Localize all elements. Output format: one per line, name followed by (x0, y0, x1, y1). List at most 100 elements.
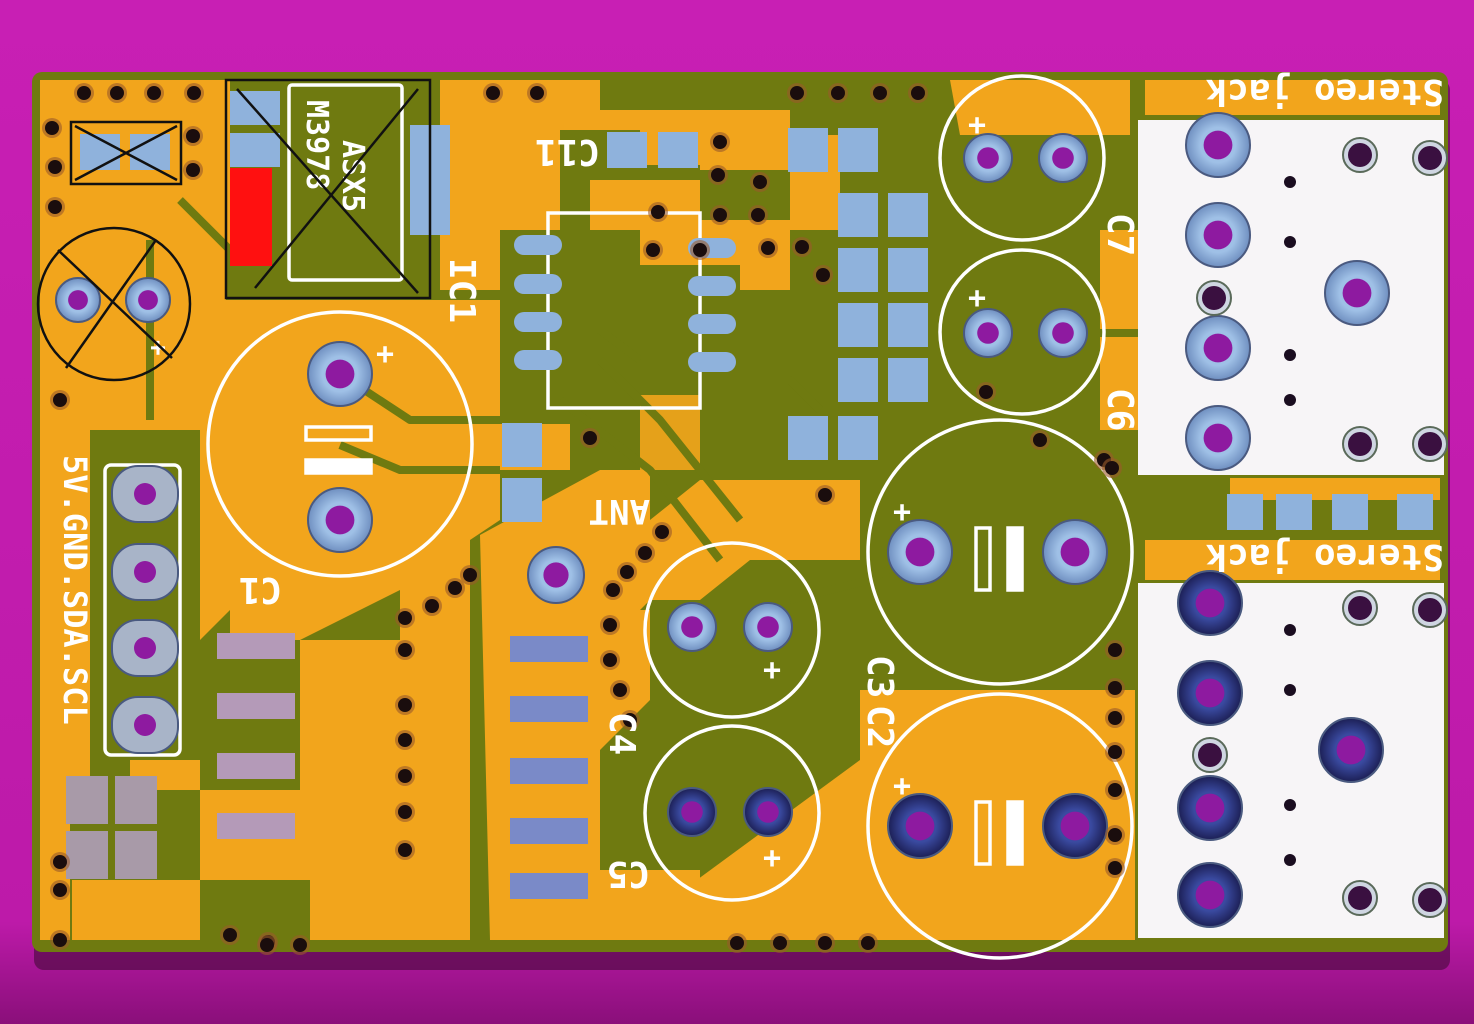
label-c4: C4 (601, 712, 642, 755)
drill-hole (977, 147, 999, 169)
c1-outline (206, 310, 474, 578)
via (655, 525, 669, 539)
via (260, 938, 274, 952)
via (751, 208, 765, 222)
plus-c5: + (763, 841, 781, 876)
via (606, 583, 620, 597)
via (398, 805, 412, 819)
via (979, 385, 993, 399)
drill-hole (1052, 322, 1074, 344)
via (186, 163, 200, 177)
c6-outline (938, 248, 1106, 416)
drill-hole (325, 359, 355, 389)
via (761, 241, 775, 255)
via (1108, 745, 1122, 759)
via (620, 565, 634, 579)
via (1105, 461, 1119, 475)
plus-c2: + (893, 769, 911, 804)
mounting-hole-drill (1198, 743, 1222, 767)
via (187, 86, 201, 100)
via (613, 683, 627, 697)
jack-via (1284, 236, 1296, 248)
via (293, 938, 307, 952)
resistor-pad (838, 128, 878, 172)
c11-pad (607, 132, 647, 168)
via (753, 175, 767, 189)
drill-hole (1195, 793, 1225, 823)
via (448, 581, 462, 595)
plus-c7: + (968, 108, 986, 143)
mounting-hole-drill (1418, 146, 1442, 170)
ic-pin-pad (688, 276, 736, 296)
label-c11: C11 (535, 131, 600, 172)
via (186, 129, 200, 143)
drill-hole (757, 801, 779, 823)
drill-hole (1203, 130, 1233, 160)
header-drill (134, 561, 156, 583)
c4-outline (643, 541, 821, 719)
plus-c1: + (376, 337, 394, 372)
label-ic1: IC1 (441, 258, 482, 323)
ic-pin-pad (514, 274, 562, 294)
via (147, 86, 161, 100)
via (398, 643, 412, 657)
via (713, 135, 727, 149)
silkscreen-labels: IC1 C11 C1 C3 C2 C4 C5 C7 C6 ANT Stereo … (56, 71, 1444, 894)
drill-hole (905, 811, 935, 841)
drill-hole (1203, 423, 1233, 453)
smd-strip-pad (217, 813, 295, 839)
smd-pad (1332, 494, 1368, 530)
via (831, 86, 845, 100)
jack-via (1284, 176, 1296, 188)
plus-c4: + (763, 653, 781, 688)
smd-pad (1227, 494, 1263, 530)
drill-hole (1195, 588, 1225, 618)
smd-pad (1276, 494, 1312, 530)
drill-hole (681, 801, 703, 823)
red-marker-block (230, 168, 272, 266)
via (486, 86, 500, 100)
silkscreen-outlines (103, 74, 1134, 960)
header-drill (134, 483, 156, 505)
vias-layer (42, 83, 1125, 955)
c2-outline (866, 692, 1134, 960)
via (77, 86, 91, 100)
via (53, 855, 67, 869)
header-drill (134, 637, 156, 659)
c3-outline (866, 418, 1134, 686)
marker-overlays (36, 78, 432, 382)
plus-c3: + (893, 495, 911, 530)
smd-strip-pad (217, 693, 295, 719)
crossed-rect-small (69, 120, 183, 186)
resistor-pad (838, 193, 878, 237)
drill-hole (681, 616, 703, 638)
via (1108, 783, 1122, 797)
via (45, 121, 59, 135)
via (1108, 861, 1122, 875)
via (818, 488, 832, 502)
via (911, 86, 925, 100)
via (713, 208, 727, 222)
label-c1: C1 (239, 569, 282, 610)
via (530, 86, 544, 100)
ic-pin-pad (514, 312, 562, 332)
smd-strip-pad (510, 758, 588, 784)
smd-strip-pad (217, 633, 295, 659)
drill-hole (543, 562, 569, 588)
via (873, 86, 887, 100)
via (638, 546, 652, 560)
resistor-pad (888, 248, 928, 292)
drill-hole (138, 290, 158, 310)
smd-strip-pad (510, 636, 588, 662)
c7-outline (938, 74, 1106, 242)
via (398, 733, 412, 747)
stereo-jack-top (1138, 120, 1444, 475)
label-c3: C3 (859, 655, 900, 698)
mounting-hole-drill (1348, 143, 1372, 167)
via (603, 618, 617, 632)
via (53, 933, 67, 947)
via (730, 936, 744, 950)
resistor-pad (888, 303, 928, 347)
label-c7: C7 (1099, 213, 1140, 256)
via (53, 883, 67, 897)
